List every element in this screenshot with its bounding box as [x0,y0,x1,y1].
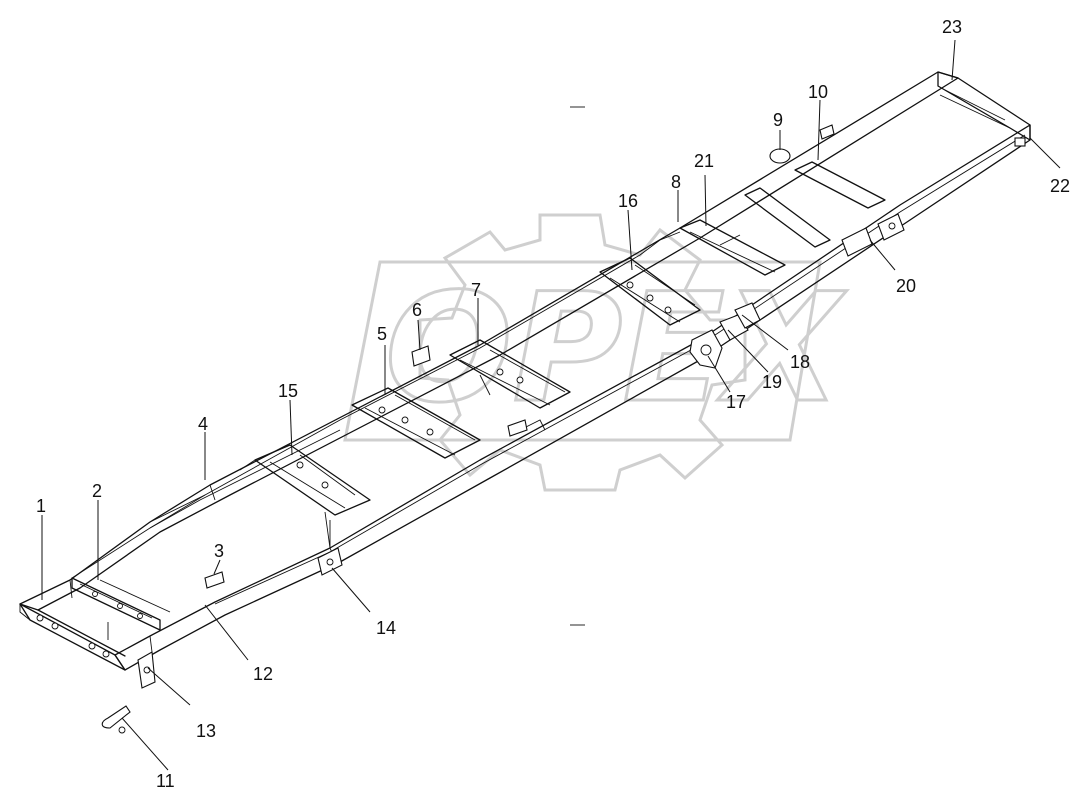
cross-member-16 [599,257,701,326]
leaders [41,39,1061,771]
callout-3: 3 [214,541,224,561]
callout-23: 23 [942,17,962,37]
callout-14: 14 [376,618,396,638]
callout-15: 15 [278,381,298,401]
callouts: 1 2 3 4 5 6 7 8 9 10 11 12 13 14 15 16 1… [36,17,1070,791]
bracket-6 [411,345,431,367]
watermark-frame-icon [343,260,822,442]
cross-member-rear-1 [744,187,831,248]
callout-1: 1 [36,496,46,516]
hanger-20 [841,227,873,257]
cross-member-2 [71,577,161,631]
cross-member-5 [351,387,481,459]
callout-7: 7 [471,280,481,300]
mount-9 [769,148,791,164]
callout-9: 9 [773,110,783,130]
frame [19,71,1031,734]
callout-6: 6 [412,300,422,320]
callout-10: 10 [808,82,828,102]
callout-16: 16 [618,191,638,211]
watermark-gear-icon [418,213,747,492]
rear-end-cross-member [937,71,1031,141]
bracket-3 [204,571,225,589]
hanger-18 [734,302,761,329]
callout-21: 21 [694,151,714,171]
callout-19: 19 [762,372,782,392]
cross-member-7 [449,339,571,409]
callout-11: 11 [156,771,175,791]
cross-member-15 [254,444,371,516]
callout-8: 8 [671,172,681,192]
callout-4: 4 [198,414,208,434]
cross-member-21 [679,219,786,276]
tow-pin-11 [101,705,131,729]
callout-20: 20 [896,276,916,296]
callout-18: 18 [790,352,810,372]
callout-17: 17 [726,392,746,412]
callout-12: 12 [253,664,273,684]
callout-2: 2 [92,481,102,501]
callout-5: 5 [377,324,387,344]
callout-22: 22 [1050,176,1070,196]
front-cross-member [19,603,126,671]
cross-member-10 [794,161,886,209]
callout-13: 13 [196,721,216,741]
